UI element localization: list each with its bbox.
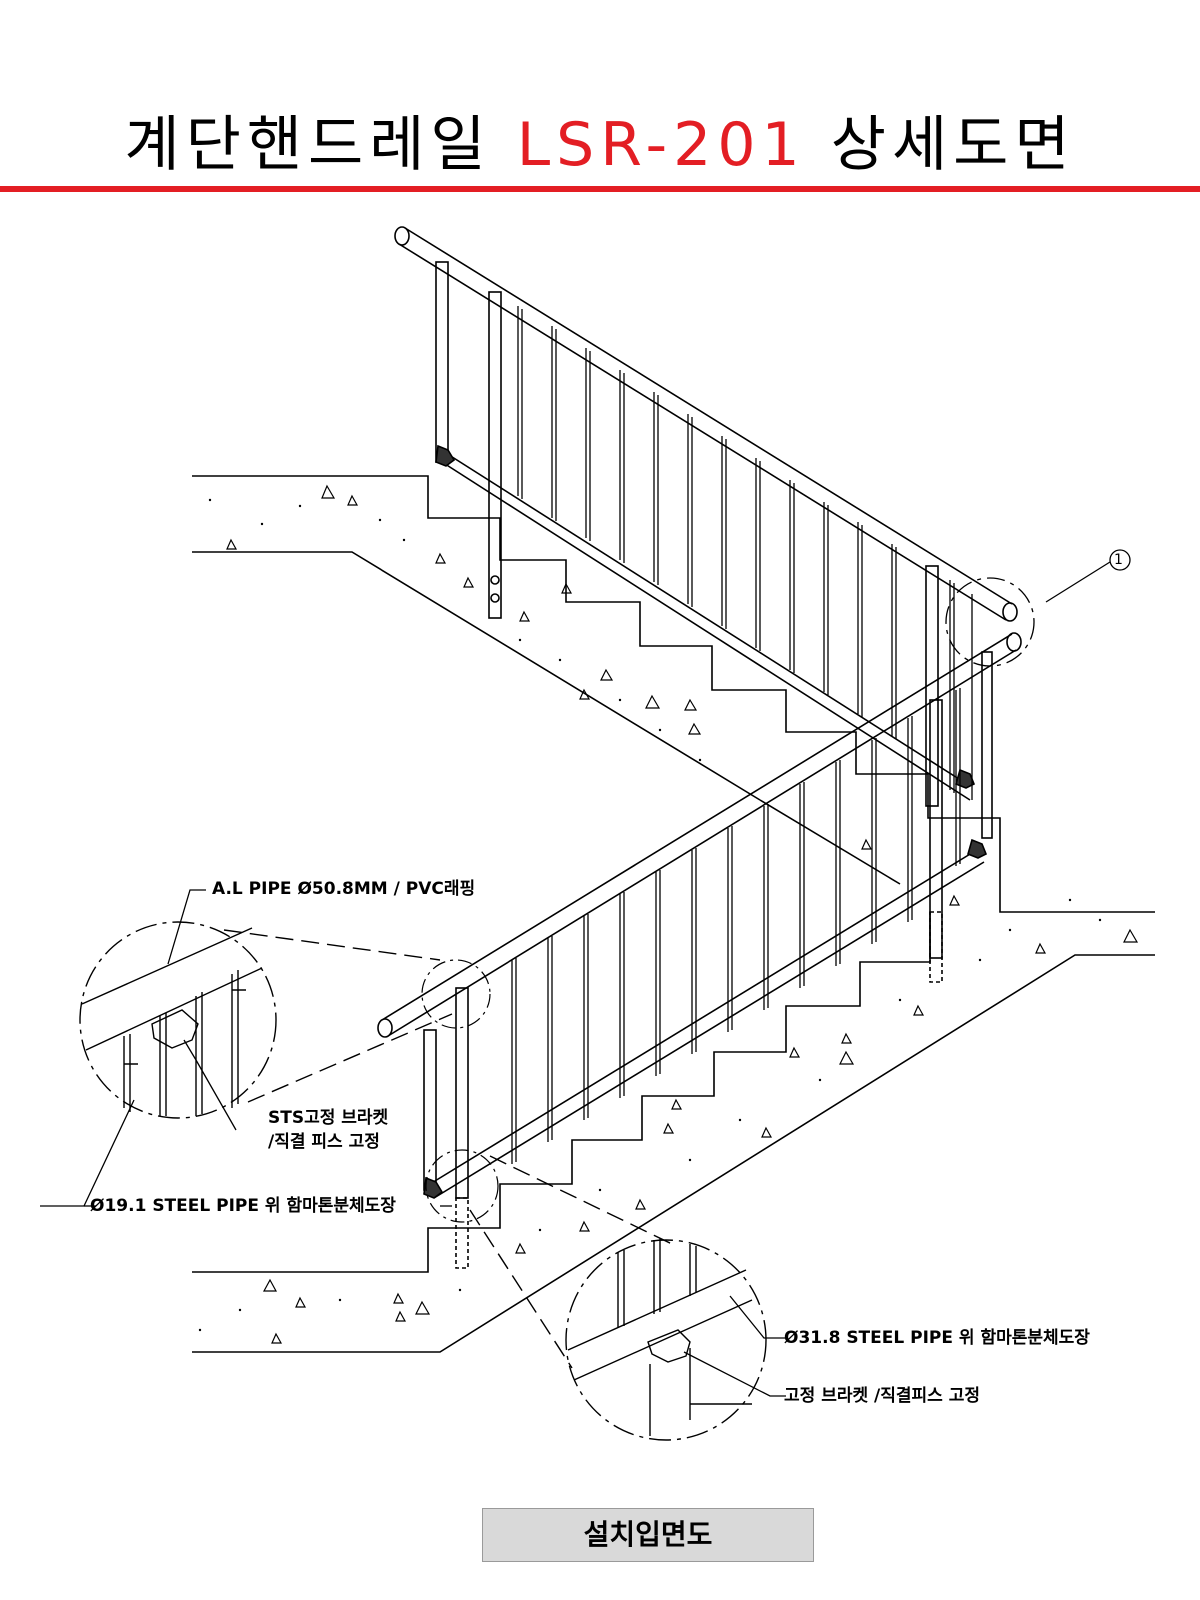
upper-landing-outline [192,475,1155,913]
upper-post-mid [488,291,502,619]
lower-bottom-rail-top [429,847,981,1185]
lower-handrail-end-right [1006,632,1022,652]
lower-stair-profile [192,912,931,1273]
lower-post-left [423,1029,437,1191]
page-title: 계단핸드레일 LSR-201 상세도면 [0,96,1200,183]
detail-circle-bracket [421,959,491,1029]
lower-bracket [423,1176,444,1199]
lower-bracket [967,838,988,859]
callout-leaders [40,889,786,1397]
detail-boundary [565,1239,767,1441]
detail-bracket [647,1329,691,1363]
upper-bottom-rail-top [437,447,971,787]
anchor-sleeve [929,911,943,983]
zoom-leader [489,1155,673,1245]
upper-balusters [517,306,973,800]
upper-bracket [435,444,456,467]
upper-post-left [435,261,449,463]
detail-balusters [617,1238,752,1436]
detail-pipe-bottom [85,967,263,1051]
title-model-number: LSR-201 [516,110,806,180]
callout-steel-pipe-19: Ø19.1 STEEL PIPE 위 함마톤분체도장 [90,1196,396,1216]
leader-1 [1045,561,1111,603]
detail-boundary [79,921,277,1119]
upper-post-bolt [490,575,500,585]
concrete-structure [192,475,1155,1353]
callout-al-pipe: A.L PIPE Ø50.8MM / PVC래핑 [212,879,476,899]
upper-handrail-end [394,226,410,246]
callout-steel-pipe-31: Ø31.8 STEEL PIPE 위 함마톤분체도장 [784,1328,1090,1348]
upper-handrail-top [404,227,1013,605]
marker-1-circle [1109,549,1131,571]
concrete-hatching [198,484,1139,1344]
lower-slab-soffit [192,954,1155,1353]
upper-bottom-rail-bottom [441,461,971,801]
detail-pipe-top [567,1269,747,1351]
marker-1-label: 1 [1114,552,1123,568]
upper-slab-soffit [192,551,761,801]
lower-handrail-bottom [387,649,1017,1037]
zoom-leader [469,1209,573,1369]
detail-view-post-bracket [469,1155,767,1441]
callout-sts-bracket-line2: /직결 피스 고정 [268,1132,380,1152]
anchor-sleeve [455,1197,469,1269]
lower-balusters [511,688,961,1164]
underside-line [759,799,901,885]
lower-post-mid [455,987,469,1199]
upper-handrail-end-right [1002,602,1018,622]
callout-sts-bracket-line1: STS고정 브라켓 [268,1108,389,1128]
detail-pipe-top [81,927,253,1005]
zoom-leader [223,929,441,961]
title-divider [0,186,1200,192]
zoom-leader [247,1013,453,1103]
callout-bracket-fix: 고정 브라켓 /직결피스 고정 [784,1386,981,1406]
upper-handrail-bottom [398,243,1007,621]
lower-handrail-end [377,1018,393,1038]
detail-circle-base [425,1149,499,1223]
lower-bottom-rail-bottom [433,861,985,1199]
title-prefix: 계단핸드레일 [124,110,492,180]
upper-railing [394,226,1131,807]
upper-post-bolt [490,593,500,603]
lower-post-right-2 [981,651,993,839]
title-suffix: 상세도면 [830,110,1076,180]
lower-railing [377,632,1022,1269]
detail-view-handrail-bracket [79,921,453,1119]
detail-balusters [123,970,246,1116]
detail-bracket [151,1009,199,1049]
callout-sts-bracket: STS고정 브라켓 /직결 피스 고정 [268,1106,388,1154]
installation-elevation-label: 설치입면도 [482,1508,814,1562]
detail-pipe-bottom [573,1299,753,1381]
lower-handrail-top [381,633,1013,1021]
lower-post-right [929,699,943,959]
upper-bracket [955,768,976,789]
stair-handrail-drawing [40,226,1155,1441]
